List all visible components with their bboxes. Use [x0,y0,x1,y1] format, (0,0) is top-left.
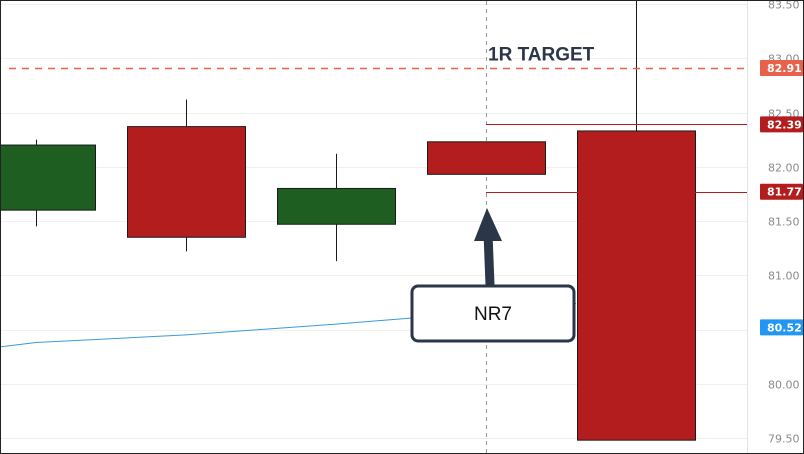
nr7-annotation: NR7 [410,208,576,343]
tick-label: 80.00 [768,379,800,392]
annotation-text: NR7 [474,304,512,325]
target-line-label: 1R TARGET [488,45,595,66]
candle-body [277,187,396,225]
candle [277,153,396,262]
candle [127,99,246,252]
candle-body [427,141,546,175]
tick-label: 82.00 [768,162,800,175]
annotation-box [410,284,576,343]
target-price-badge: 82.91 [760,60,803,77]
target-price-badge-text: 82.91 [767,62,802,75]
range-price-badge: 81.77 [760,183,803,200]
arrow-shaft [483,232,495,286]
last-price-badge: 80.52 [760,319,803,336]
range-price-badge-text: 81.77 [767,186,802,199]
tick-label: 81.50 [768,216,800,229]
range-price-badge: 82.39 [760,116,803,133]
candle-body [577,130,696,441]
tick-label: 81.00 [768,270,800,283]
arrow-head [474,208,502,241]
range-price-badge-bg [760,183,803,200]
tick-label: 83.50 [768,1,800,12]
candles [1,1,696,441]
last-price-badge-text: 80.52 [767,321,802,334]
range-price-badge-bg [760,116,803,133]
candle [577,1,696,441]
candle [427,141,546,175]
range-price-badge-text: 82.39 [767,118,802,131]
level-lines: 1R TARGET [9,45,747,193]
candle-body [127,126,246,238]
price-badges: 82.91 82.39 81.77 80.52 [760,60,803,336]
candle [1,139,96,227]
last-price-badge-bg [760,319,803,336]
tick-label: 79.50 [768,433,800,446]
candle-body [1,144,96,211]
target-price-badge-bg [760,60,803,77]
